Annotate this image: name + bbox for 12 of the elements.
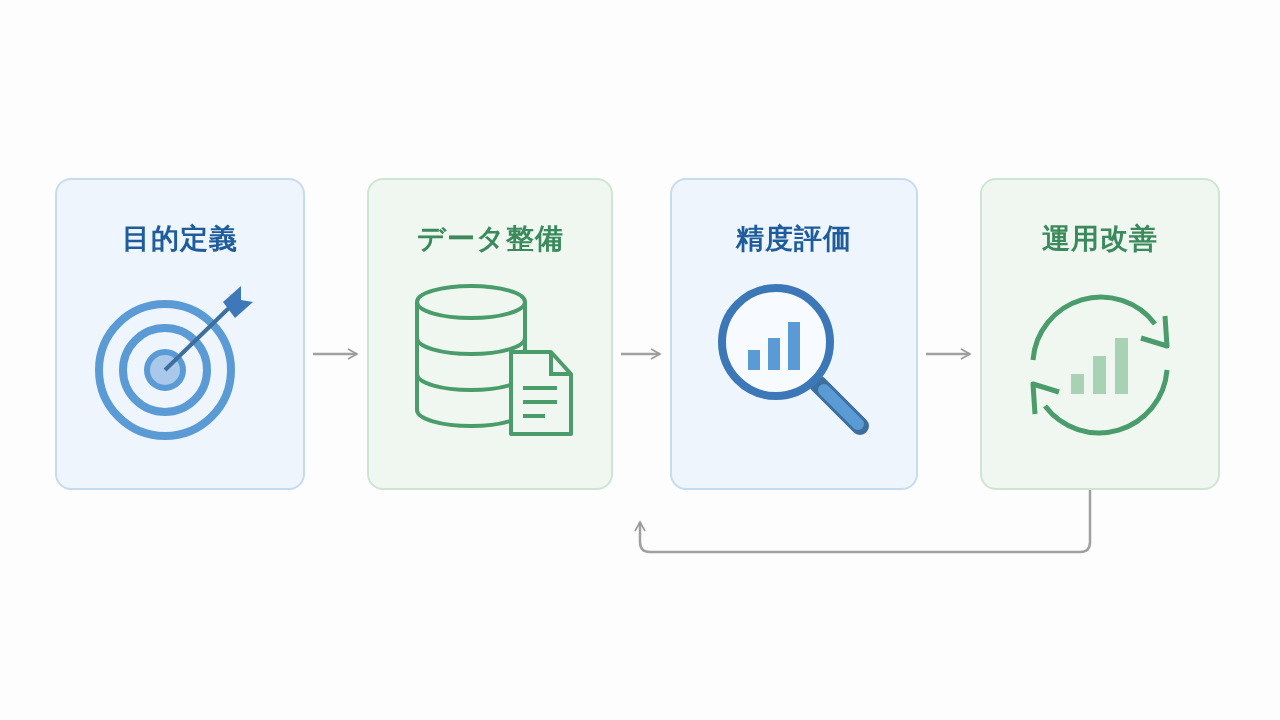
step-title: 精度評価 xyxy=(736,221,852,257)
step-title: 運用改善 xyxy=(1042,221,1158,257)
step-title: 目的定義 xyxy=(122,221,238,257)
step-card xyxy=(670,178,918,490)
step-title: データ整備 xyxy=(416,221,564,257)
step-card xyxy=(55,178,305,490)
step-card xyxy=(980,178,1220,490)
arrow xyxy=(634,490,1092,554)
step-card xyxy=(367,178,613,490)
arrow xyxy=(313,348,358,360)
arrow xyxy=(926,348,971,360)
arrow xyxy=(621,348,661,360)
